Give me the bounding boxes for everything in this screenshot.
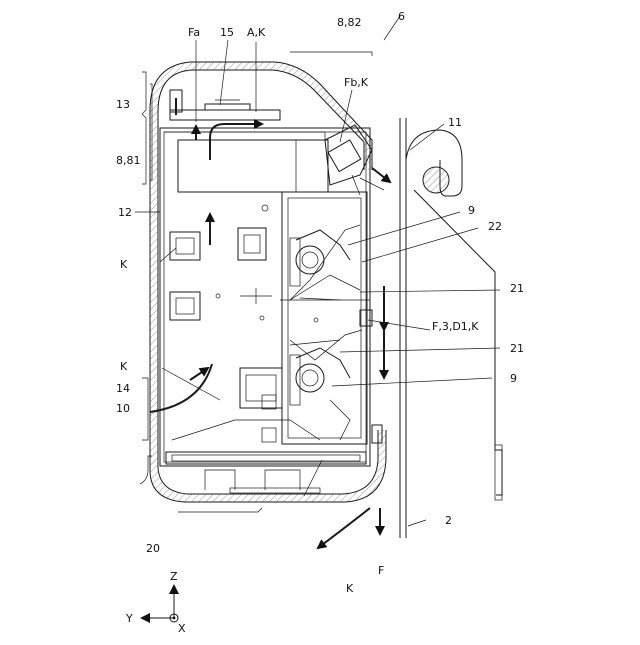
label-2: 2: [445, 514, 452, 527]
left-braces: [140, 52, 372, 512]
axis-y-label: Y: [125, 612, 133, 625]
label-9-top: 9: [468, 204, 475, 217]
label-20: 20: [146, 542, 160, 555]
label-15: 15: [220, 26, 234, 39]
label-22: 22: [488, 220, 502, 233]
label-21-top: 21: [510, 282, 524, 295]
label-14: 14: [116, 382, 130, 395]
axis-x-label: X: [178, 622, 186, 635]
label-6: 6: [398, 10, 405, 23]
label-21-bottom: 21: [510, 342, 524, 355]
label-8-81: 8,81: [116, 154, 141, 167]
label-fb-k: Fb,K: [344, 76, 369, 89]
right-subframe: [280, 192, 372, 444]
label-13: 13: [116, 98, 130, 111]
flow-arrows: [150, 124, 390, 548]
label-fa: Fa: [188, 26, 200, 39]
axis-z-label: Z: [170, 570, 178, 583]
label-f-bottom: F: [378, 564, 384, 577]
label-9-bottom: 9: [510, 372, 517, 385]
bottom-tray: [166, 420, 366, 496]
label-f-3-d1-k: F,3,D1,K: [432, 320, 479, 333]
label-k-mid: K: [120, 360, 128, 373]
motor-upper: [290, 225, 360, 300]
fan-unit-top: [325, 125, 384, 195]
left-brackets: [170, 205, 318, 442]
label-11: 11: [448, 116, 462, 129]
label-10: 10: [116, 402, 130, 415]
label-12: 12: [118, 206, 132, 219]
label-a-k: A,K: [247, 26, 266, 39]
top-vent: [170, 90, 280, 120]
reference-labels: Fa 15 A,K 8,82 6 Fb,K 11 13 8,81 12 9 22…: [116, 10, 524, 595]
label-k-upper: K: [120, 258, 128, 271]
label-8-82: 8,82: [337, 16, 362, 29]
inner-frame: [160, 128, 370, 466]
label-k-bottom: K: [346, 582, 354, 595]
axis-indicator: Z Y X: [125, 570, 186, 635]
